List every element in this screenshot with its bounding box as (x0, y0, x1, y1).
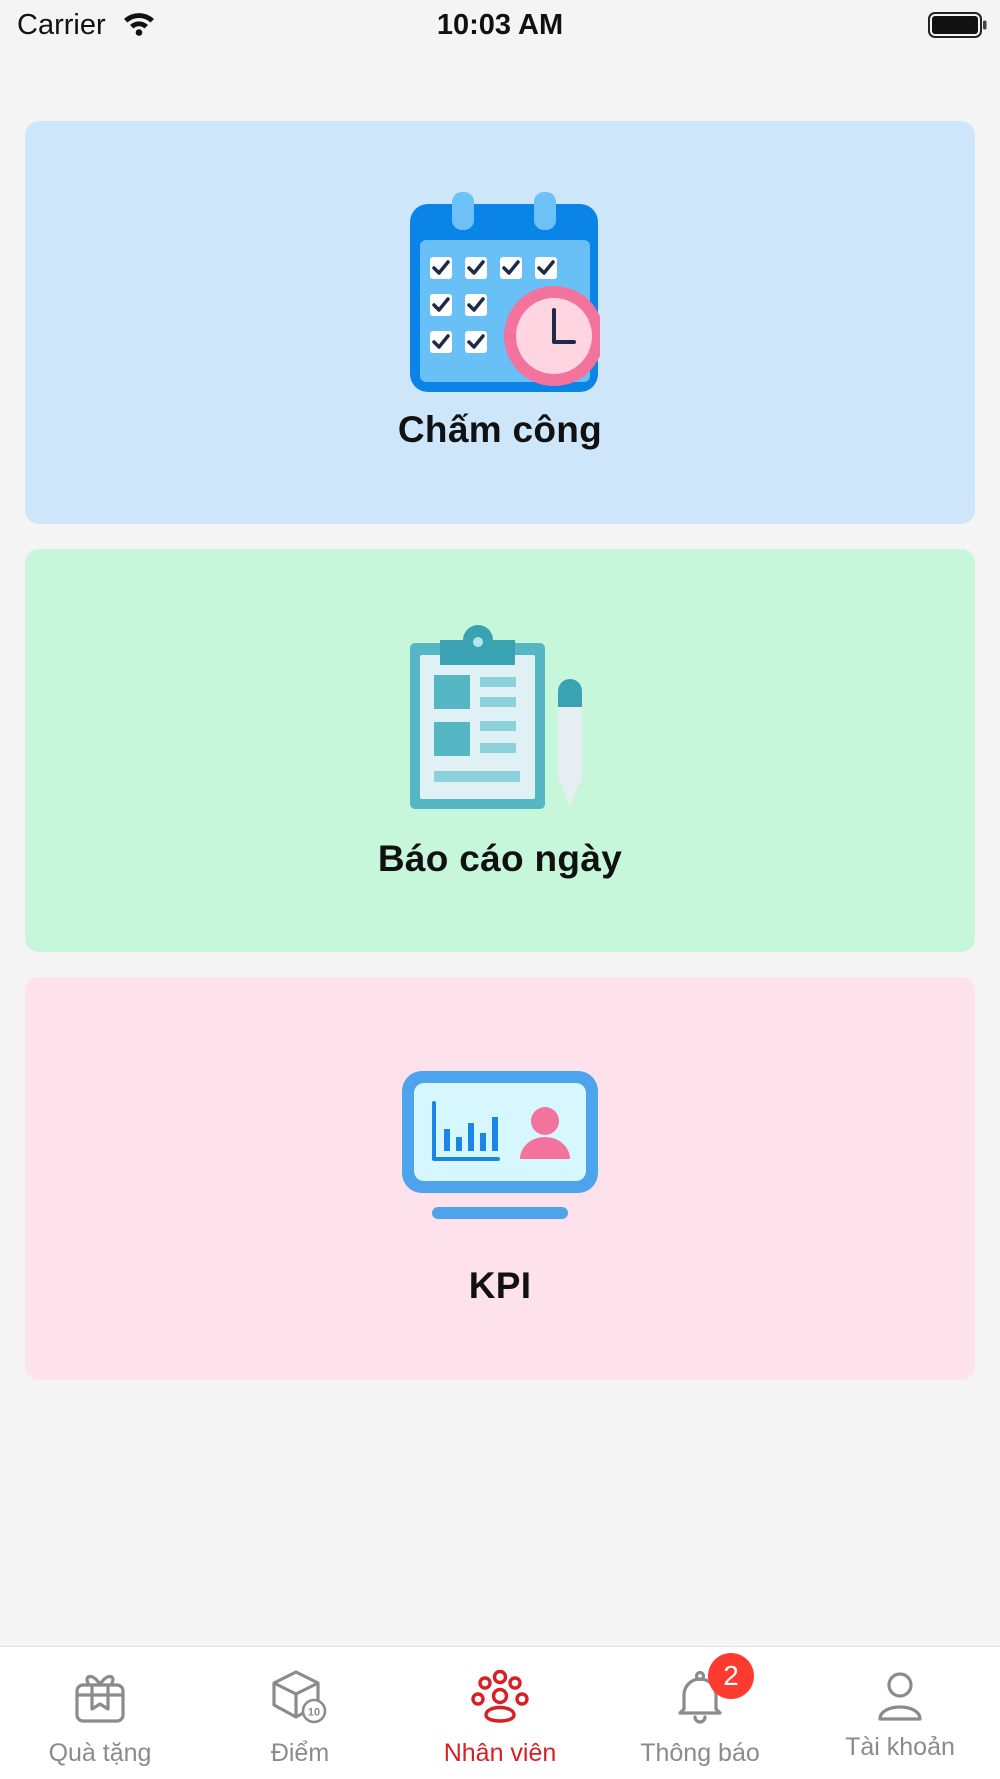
tab-label: Nhân viên (443, 1739, 557, 1767)
calendar-clock-icon (25, 192, 975, 397)
menu-card-daily-report[interactable]: Báo cáo ngày (25, 549, 975, 952)
tab-gifts[interactable]: Quà tặng (0, 1647, 200, 1779)
carrier-label: Carrier (17, 9, 106, 41)
gift-icon (0, 1669, 200, 1730)
status-bar: Carrier 10:03 AM (0, 0, 1000, 50)
bell-icon (600, 1669, 800, 1730)
user-icon (800, 1669, 1000, 1728)
tab-label: Thông báo (640, 1739, 760, 1767)
tab-notifications[interactable]: 2 Thông báo (600, 1647, 800, 1779)
tab-label: Điểm (270, 1739, 330, 1767)
tab-account[interactable]: Tài khoản (800, 1647, 1000, 1779)
staff-icon (400, 1669, 600, 1732)
tab-label: Quà tặng (48, 1739, 152, 1767)
menu-card-attendance[interactable]: Chấm công (25, 121, 975, 524)
menu-card-label: Báo cáo ngày (377, 838, 623, 879)
notification-badge: 2 (708, 1653, 754, 1699)
clipboard-report-icon (25, 625, 975, 815)
menu-card-label: KPI (468, 1265, 532, 1306)
svg-text:10: 10 (308, 1707, 320, 1719)
tab-staff[interactable]: Nhân viên (400, 1647, 600, 1779)
tab-label: Tài khoản (845, 1733, 955, 1761)
wifi-icon (122, 10, 156, 41)
status-time: 10:03 AM (436, 9, 564, 41)
points-box-icon: 10 (200, 1669, 400, 1730)
tab-points[interactable]: 10 Điểm (200, 1647, 400, 1779)
bottom-tab-bar: Quà tặng 10 Điểm (0, 1646, 1000, 1779)
menu-card-kpi[interactable]: KPI (25, 977, 975, 1380)
battery-icon (928, 12, 988, 43)
menu-card-label: Chấm công (397, 409, 603, 450)
kpi-monitor-icon (25, 1071, 975, 1226)
